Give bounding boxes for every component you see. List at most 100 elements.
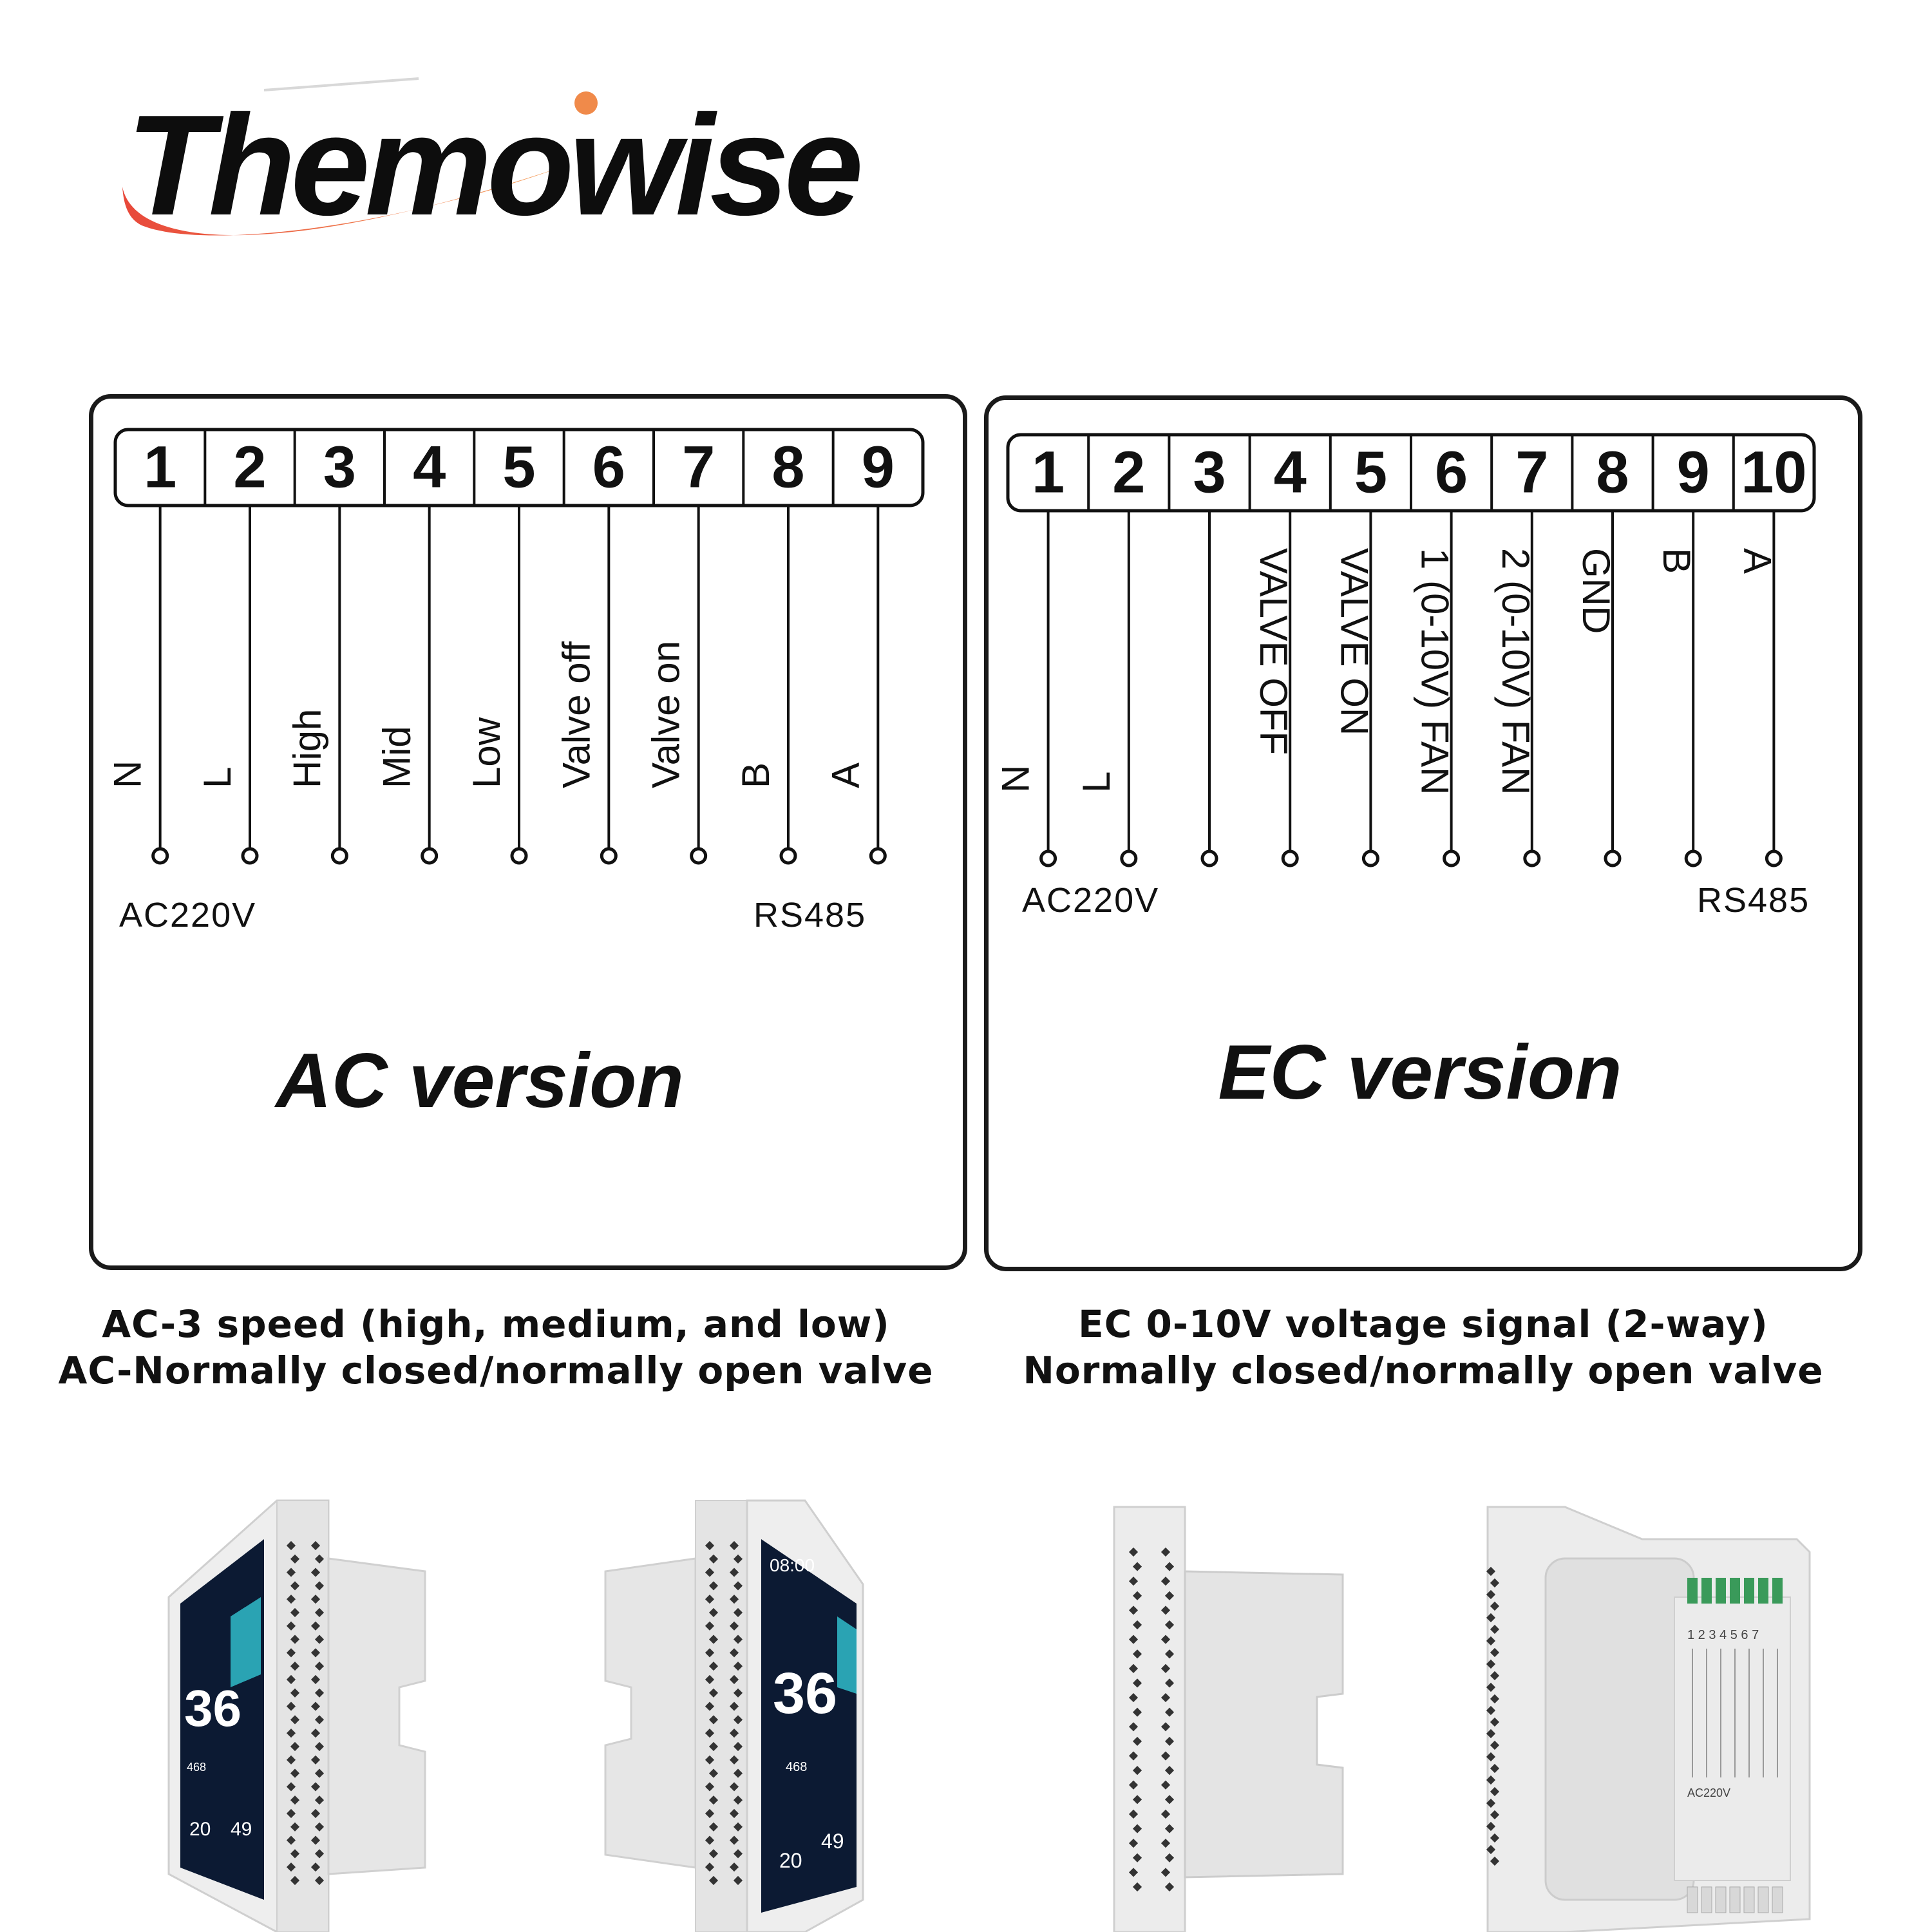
- vent-hole: [290, 1634, 300, 1644]
- terminal-number: 8: [1596, 440, 1629, 506]
- terminal-number: 3: [323, 435, 356, 500]
- screen-humidity: 49: [231, 1819, 252, 1840]
- vent-hole: [733, 1768, 743, 1778]
- terminal-connector: [1443, 849, 1461, 867]
- vent-hole: [286, 1701, 296, 1711]
- terminal-block: [1744, 1578, 1754, 1604]
- terminal-block: [1730, 1578, 1740, 1604]
- terminal-label: B: [1655, 548, 1698, 574]
- screen-humidity-2: 49: [821, 1830, 844, 1853]
- vent-hole: [290, 1768, 300, 1778]
- terminal-number: 10: [1741, 440, 1806, 506]
- vent-hole: [729, 1701, 739, 1711]
- vent-hole: [310, 1701, 321, 1711]
- terminal-connector: [241, 847, 259, 865]
- terminal-label: VALVE ON: [1332, 548, 1376, 735]
- terminal-number: 9: [1677, 440, 1710, 506]
- bus-label: RS485: [1697, 881, 1810, 920]
- terminal-number: 6: [1435, 440, 1468, 506]
- terminal-block-bottom: [1701, 1886, 1712, 1913]
- brand-logo: Themowise: [97, 64, 864, 270]
- vent-hole: [708, 1849, 719, 1859]
- logo-swoosh: [122, 77, 598, 236]
- power-label: AC220V: [1022, 881, 1159, 920]
- vent-hole: [314, 1768, 325, 1778]
- terminal-connector: [1604, 849, 1622, 867]
- terminal-number: 6: [592, 435, 625, 500]
- vent-hole: [314, 1634, 325, 1644]
- vent-hole: [1160, 1577, 1171, 1586]
- vent-hole: [314, 1715, 325, 1725]
- ac-caption-line2: AC-Normally closed/normally open valve: [58, 1349, 934, 1392]
- terminal-label: A: [1736, 548, 1779, 574]
- terminal-block: [1758, 1578, 1768, 1604]
- terminal-block: [1687, 1578, 1698, 1604]
- vent-hole: [310, 1782, 321, 1792]
- terminal-block-bottom: [1729, 1886, 1741, 1913]
- bus-label: RS485: [753, 896, 866, 934]
- vent-hole: [1132, 1853, 1142, 1862]
- vent-hole: [290, 1581, 300, 1591]
- terminal-connector: [1120, 849, 1138, 867]
- terminal-block-bottom: [1772, 1886, 1783, 1913]
- vent-hole: [729, 1835, 739, 1845]
- vent-hole: [729, 1648, 739, 1658]
- vent-hole: [1164, 1649, 1175, 1659]
- rear-terminal-numbers: 1 2 3 4 5 6 7: [1687, 1628, 1759, 1642]
- vent-hole: [708, 1581, 719, 1591]
- terminal-block-bottom: [1687, 1886, 1698, 1913]
- power-label: AC220V: [119, 896, 256, 934]
- terminal-connector: [510, 847, 528, 865]
- vent-hole: [733, 1634, 743, 1644]
- vent-hole: [729, 1782, 739, 1792]
- ec-caption-line1: EC 0-10V voltage signal (2-way): [1078, 1302, 1768, 1346]
- terminal-number: 5: [1354, 440, 1387, 506]
- terminal-label: Mid: [375, 726, 419, 788]
- vent-hole: [290, 1849, 300, 1859]
- device-rear-view: 1 2 3 4 5 6 7 AC220V: [1486, 1506, 1811, 1932]
- terminal-connector: [690, 847, 708, 865]
- terminal-connector: [1523, 849, 1541, 867]
- terminal-label: Valve on: [645, 641, 688, 788]
- terminal-number: 1: [144, 435, 176, 500]
- terminal-label: N: [994, 765, 1037, 793]
- terminal-connector: [779, 847, 797, 865]
- terminal-label: Valve off: [554, 641, 598, 788]
- vent-hole: [1132, 1649, 1142, 1659]
- device-front-angled-right: 36 468 20 49: [167, 1499, 426, 1932]
- vent-hole: [708, 1715, 719, 1725]
- terminal-label: L: [1075, 772, 1118, 793]
- vent-hole: [708, 1768, 719, 1778]
- terminal-connector: [1765, 849, 1783, 867]
- screen-co2: 468: [187, 1761, 206, 1774]
- terminal-connector: [151, 847, 169, 865]
- terminal-label: VALVE OFF: [1252, 548, 1295, 755]
- screen-co2-2: 468: [786, 1760, 807, 1774]
- terminal-label: A: [824, 762, 867, 788]
- vent-hole: [1128, 1780, 1139, 1790]
- vent-hole: [286, 1782, 296, 1792]
- terminal-block: [1772, 1578, 1783, 1604]
- terminal-connector: [421, 847, 439, 865]
- terminal-label: High: [285, 709, 328, 788]
- vent-hole: [286, 1835, 296, 1845]
- vent-hole: [286, 1648, 296, 1658]
- terminal-block-bottom: [1757, 1886, 1769, 1913]
- vent-hole: [314, 1849, 325, 1859]
- vent-hole: [290, 1715, 300, 1725]
- terminal-connector: [1039, 849, 1057, 867]
- vent-hole: [310, 1835, 321, 1845]
- terminal-number: 9: [862, 435, 895, 500]
- ec-caption: EC 0-10V voltage signal (2-way) Normally…: [966, 1301, 1880, 1394]
- terminal-connector: [600, 847, 618, 865]
- version-title: AC version: [274, 1037, 684, 1124]
- terminal-label: N: [106, 761, 149, 788]
- version-title: EC version: [1218, 1029, 1622, 1115]
- terminal-connector: [1281, 849, 1299, 867]
- screen-time: 08:00: [770, 1555, 815, 1575]
- vent-hole: [705, 1782, 715, 1792]
- screen-temp-2: 20: [779, 1849, 802, 1872]
